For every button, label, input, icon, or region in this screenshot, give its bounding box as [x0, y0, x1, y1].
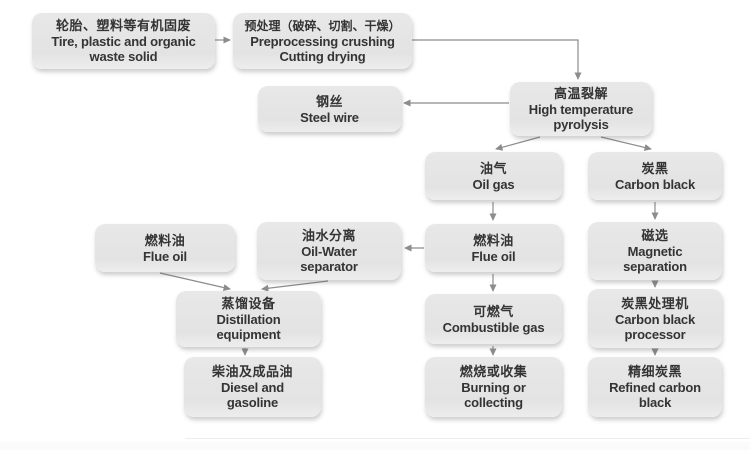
- node-label-en: Cutting drying: [279, 49, 366, 64]
- node-label-en: waste solid: [89, 49, 158, 64]
- node-label-en: separation: [623, 259, 687, 274]
- node-label-zh: 高温裂解: [553, 86, 608, 101]
- node-label-zh: 燃料油: [144, 232, 186, 248]
- node-label-zh: 轮胎、塑料等有机固废: [55, 18, 191, 33]
- edge-pyrolysis-to-oil-gas: [495, 136, 541, 151]
- node-label-en: separator: [300, 259, 358, 274]
- node-label-en: Flue oil: [471, 248, 516, 264]
- node-label-en: Refined carbon: [609, 380, 701, 395]
- node-label-en: processor: [624, 326, 686, 342]
- node-label-zh: 炭黑: [641, 160, 669, 176]
- node-label-en: Distillation: [216, 312, 281, 327]
- node-label-zh: 蒸馏设备: [221, 296, 276, 311]
- node-label-zh: 燃料油: [473, 232, 514, 248]
- node-label-en: Tire, plastic and organic: [51, 34, 196, 49]
- node-label-en: Combustible gas: [442, 319, 545, 335]
- node-label-zh: 可燃气: [473, 303, 514, 319]
- node-label-en: Oil gas: [472, 176, 515, 192]
- node-label-zh: 精细炭黑: [627, 364, 682, 379]
- node-label-en: black: [638, 395, 672, 410]
- node-label-zh: 磁选: [641, 228, 669, 243]
- node-label-zh: 油水分离: [301, 228, 356, 243]
- node-label-en: Magnetic: [627, 244, 683, 259]
- edge-flue-oil-left-to-distillation: [159, 272, 231, 291]
- node-label-zh: 燃烧或收集: [459, 364, 528, 379]
- bottom-divider: [185, 438, 750, 439]
- node-label-en: pyrolysis: [553, 117, 609, 132]
- node-label-en: collecting: [464, 395, 523, 410]
- node-label-en: Carbon black: [615, 311, 695, 327]
- bottom-band: [0, 442, 750, 450]
- edge-pyrolysis-to-carbon-black: [600, 136, 652, 151]
- edge-separator-to-distillation: [261, 280, 329, 292]
- node-label-en: High temperature: [528, 102, 634, 117]
- node-label-zh: 炭黑处理机: [621, 295, 689, 311]
- node-label-en: Preprocessing crushing: [250, 34, 395, 49]
- node-label-en: equipment: [216, 327, 281, 342]
- node-label-zh: 钢丝: [315, 93, 343, 109]
- node-label-en: Burning or: [461, 380, 526, 395]
- node-label-en: Carbon black: [615, 176, 695, 192]
- node-label-en: Steel wire: [300, 109, 359, 125]
- edge-preprocessing-to-pyrolysis: [412, 39, 582, 80]
- node-label-en: gasoline: [226, 395, 279, 410]
- node-label-en: Flue oil: [143, 248, 187, 264]
- node-label-zh: 柴油及成品油: [211, 364, 293, 379]
- node-label-zh: 预处理（破碎、切割、干燥）: [244, 19, 401, 33]
- node-label-zh: 油气: [479, 160, 507, 176]
- node-label-en: Oil-Water: [301, 244, 357, 259]
- node-label-en: Diesel and: [220, 380, 285, 395]
